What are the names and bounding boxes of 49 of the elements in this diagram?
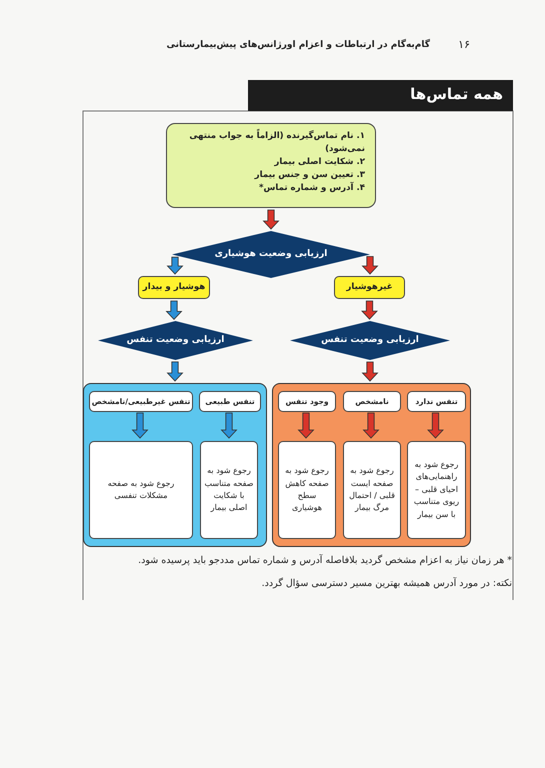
box-label: رجوع شود به صفحه متناسب با شکایت اصلی بیمار bbox=[204, 465, 254, 514]
page-number: ۱۶ bbox=[457, 38, 470, 51]
category-box bbox=[89, 391, 193, 412]
category-box bbox=[199, 391, 261, 412]
arrow bbox=[132, 412, 148, 439]
box-label: رجوع شود به صفحه ایست قلبی / احتمال مرگ بیمار bbox=[348, 465, 396, 514]
result-box bbox=[334, 276, 405, 299]
note: نکته: در مورد آدرس همیشه بهترین مسیر دسترسی سؤال گردد. bbox=[260, 578, 512, 589]
box-label: رجوع شود به راهنمایی‌های احیای قلبی – ریوی متناسب با سن بیمار bbox=[412, 459, 460, 521]
box-label: هوشیار و بیدار bbox=[142, 281, 206, 294]
decision-diamond bbox=[290, 321, 450, 360]
list-item: ۳. تعیین سن و جنس بیمار bbox=[253, 168, 365, 182]
diamond-label: ارزیابی وضعیت هوشیاری bbox=[214, 248, 328, 261]
list-item: ۱. نام تماس‌گیرنده (الزاماً به جواب منتهی نمی‌شود) bbox=[188, 130, 365, 156]
arrow bbox=[220, 412, 238, 439]
category-box bbox=[343, 391, 401, 412]
instruction-box bbox=[200, 441, 258, 539]
group-panel bbox=[272, 383, 471, 547]
box-label: رجوع شود به صفحه مشکلات تنفسی bbox=[106, 478, 176, 502]
box-label: غیرهوشیار bbox=[346, 281, 393, 294]
arrow bbox=[166, 256, 184, 275]
arrow bbox=[362, 256, 378, 275]
diamond-label: ارزیابی وضعیت تنفس bbox=[321, 334, 419, 347]
group-panel bbox=[83, 383, 267, 547]
category-box bbox=[407, 391, 466, 412]
instruction-box bbox=[89, 441, 193, 539]
list-item: ۲. شکایت اصلی بیمار bbox=[273, 156, 365, 169]
result-box bbox=[138, 276, 210, 299]
arrow bbox=[262, 210, 280, 230]
arrow bbox=[166, 361, 184, 382]
arrow bbox=[361, 300, 378, 320]
decision-diamond bbox=[98, 321, 253, 360]
arrow bbox=[166, 300, 182, 320]
footnote: * هر زمان نیاز به اعزام مشخص گردید بلافاصله آدرس و شماره تماس مددجو باید پرسیده شود. bbox=[137, 555, 512, 566]
instruction-box bbox=[407, 441, 466, 539]
category-box bbox=[278, 391, 336, 412]
arrow bbox=[298, 412, 314, 439]
instruction-box bbox=[343, 441, 401, 539]
instruction-box bbox=[278, 441, 336, 539]
section-title: همه تماس‌ها bbox=[248, 80, 513, 111]
arrow bbox=[362, 412, 380, 439]
box-label: رجوع شود به صفحه کاهش سطح هوشیاری bbox=[284, 465, 330, 514]
running-header: گام‌به‌گام در ارتباطات و اعزام اورژانس‌های پیش‌بیمارستانی bbox=[166, 40, 430, 50]
arrow bbox=[362, 362, 378, 382]
arrow bbox=[427, 412, 444, 439]
diamond-label: ارزیابی وضعیت تنفس bbox=[126, 334, 224, 347]
decision-diamond bbox=[172, 231, 370, 278]
list-item: ۴. آدرس و شماره تماس* bbox=[258, 182, 365, 194]
info-box bbox=[166, 123, 376, 208]
